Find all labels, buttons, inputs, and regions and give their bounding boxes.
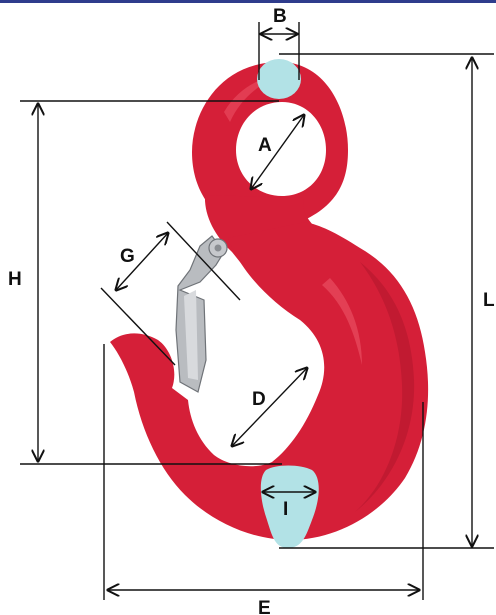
safety-latch [175,235,228,393]
label-g: G [120,246,135,267]
label-e: E [258,598,271,615]
hook-illustration [110,59,429,548]
label-h: H [8,269,22,290]
label-l: L [483,290,495,311]
label-i: I [283,499,288,520]
label-a: A [258,135,272,156]
label-b: B [273,6,287,27]
dimension-lines [20,22,494,600]
label-d: D [252,389,266,410]
hook-body [110,222,429,540]
top-border-bar [0,0,496,3]
eye-highlight [224,76,280,122]
section-marker-b [257,59,301,99]
hook-shading [355,262,415,512]
hook-highlight [322,278,362,365]
